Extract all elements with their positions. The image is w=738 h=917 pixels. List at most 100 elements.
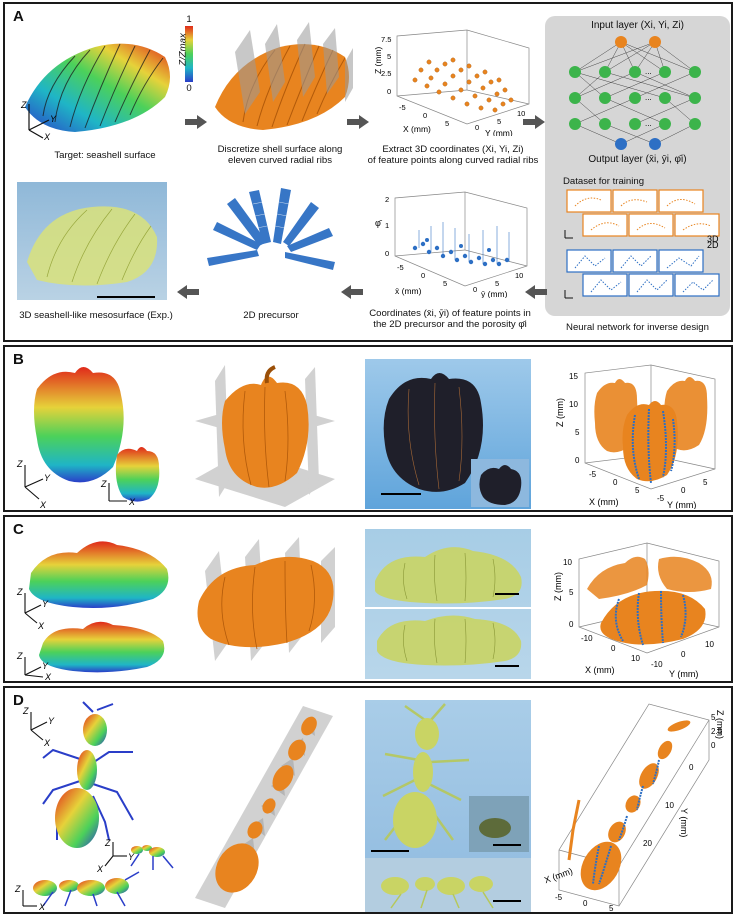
axis-z-b: Z: [16, 459, 23, 469]
b-plot-z-tick-3: 15: [569, 372, 578, 381]
ant-discretized-image: [195, 706, 333, 908]
scalebar-d2: [493, 844, 521, 846]
axis-x-b: X: [39, 500, 47, 509]
c-plot-y-label: Y (mm): [669, 669, 698, 679]
axis-z-a: Z: [20, 100, 27, 110]
dataset-thumbnails: 3D 2D: [564, 189, 720, 299]
plot2d-x-tick-2: 5: [443, 279, 447, 288]
b-plot-z-tick-1: 5: [575, 428, 580, 437]
c-plot-z-tick-2: 10: [563, 558, 572, 567]
scalebar-d3: [493, 900, 521, 902]
b-plot-x-tick-2: 5: [635, 486, 640, 495]
d-plot-y-tick-2: 20: [643, 839, 652, 848]
colorbar-max: 1: [186, 14, 192, 25]
plot2d-y-tick-2: 10: [515, 271, 523, 280]
plot2d-y-tick-0: 0: [473, 285, 477, 294]
axis-z-d3: Z: [14, 884, 21, 894]
plot3d-y-tick-2: 10: [517, 109, 525, 118]
plot2d-x-tick-1: 0: [421, 271, 425, 280]
d-plot-y-label: Y (mm): [679, 808, 689, 837]
plot3d-z-tick-0: 0: [387, 87, 391, 96]
pepper-3d-plot: Z (mm) 0 5 10 15 -5 0 5 X (mm) -5 0 5 Y …: [555, 364, 716, 509]
panel-c: C Z Y X Z Y X: [3, 515, 733, 683]
scalebar-c1: [495, 593, 519, 595]
d-plot-z-label: Z (mm): [715, 710, 725, 739]
b-plot-y-tick-1: 0: [681, 486, 686, 495]
axis-z-b2: Z: [100, 479, 107, 489]
panel-letter-d: D: [13, 692, 24, 709]
plot2d-z-tick-2: 2: [385, 195, 389, 204]
plot3d-y-tick-1: 5: [497, 117, 501, 126]
d-plot-y-tick-1: 10: [665, 801, 674, 810]
plot2d-y-tick-1: 5: [495, 279, 499, 288]
nn-output-layer: Output layer (x̄i, ȳi, φ̄i): [588, 154, 687, 165]
axis-z-c2: Z: [16, 651, 23, 661]
arrow-left-1: [177, 285, 199, 299]
arrow-left-2: [341, 285, 363, 299]
cloud-discretized-image: [197, 537, 335, 661]
c-plot-x-label: X (mm): [585, 665, 615, 675]
cloud-target-image: Z Y X Z Y X: [16, 541, 169, 681]
b-plot-z-tick-0: 0: [575, 456, 580, 465]
pepper-discretized-image: [195, 365, 335, 507]
d-plot-x-tick-0: -5: [555, 893, 563, 902]
panel-letter-b: B: [13, 351, 24, 368]
axis-y-d2: Y: [128, 852, 135, 862]
axis-x-c2: X: [44, 672, 52, 681]
plot2d-x-tick-0: -5: [397, 263, 404, 272]
c-plot-z-tick-1: 5: [569, 588, 574, 597]
ant-3d-plot: Z (mm) 0 2.5 5 0 10 20 Y (mm) -5 0 5 X (…: [543, 703, 725, 912]
plot3d-z-label: Z (mm): [373, 46, 383, 74]
ant-target-image: Z Y X Z X Y Z X: [14, 701, 174, 912]
panel-letter-c: C: [13, 521, 24, 538]
axis-z-d: Z: [22, 706, 29, 716]
plot3d-x-tick-0: -5: [399, 103, 406, 112]
panel-a: A 1 0 Z/Zmax: [3, 2, 733, 342]
axis-y-b: Y: [44, 473, 51, 483]
axis-z-c: Z: [16, 587, 23, 597]
scalebar-c2: [495, 665, 519, 667]
caption-discretize-1: Discretize shell surface along: [217, 144, 343, 155]
plot3d-z-tick-1: 2.5: [381, 69, 391, 78]
colorbar-label: Z/Zmax: [177, 33, 189, 66]
pepper-photo: [365, 359, 531, 509]
panel-letter-a: A: [13, 8, 24, 25]
d-plot-x-label: X (mm): [543, 866, 574, 885]
arrow-right-2: [347, 115, 369, 129]
d-plot-y-tick-0: 0: [689, 763, 694, 772]
d-plot-x-tick-2: 5: [609, 904, 614, 912]
caption-discretize-2: eleven curved radial ribs: [228, 155, 332, 166]
plot2d-z-tick-0: 0: [385, 249, 389, 258]
b-plot-z-label: Z (mm): [555, 398, 565, 427]
dataset-tag-3d: 3D: [707, 234, 719, 244]
b-plot-y-tick-2: 5: [703, 478, 708, 487]
plot3d-z-tick-3: 7.5: [381, 35, 391, 44]
plot3d-x-tick-1: 0: [423, 111, 427, 120]
c-plot-y-tick-2: 10: [705, 640, 714, 649]
cloud-photo: [365, 529, 531, 679]
neural-network-diagram: ... ... ...: [569, 36, 701, 150]
axis-y-c2: Y: [42, 661, 49, 671]
axis-z-d2: Z: [104, 838, 111, 848]
d-plot-z-tick-1: 2.5: [711, 727, 723, 736]
scalebar-d1: [371, 850, 409, 852]
b-plot-y-label: Y (mm): [667, 500, 696, 509]
plot2d-z-label: φ̄: [375, 218, 383, 228]
caption-coords-1: Coordinates (x̄i, ȳi) of feature points …: [369, 308, 531, 319]
arrow-right-1: [185, 115, 207, 129]
plot3d-y-tick-0: 0: [475, 123, 479, 132]
caption-extract-1: Extract 3D coordinates (Xi, Yi, Zi): [382, 144, 524, 155]
axis-x-a: X: [43, 132, 51, 140]
plot3d-x-tick-2: 5: [445, 119, 449, 128]
plot3d-z-tick-2: 5: [387, 52, 391, 61]
b-plot-z-tick-2: 10: [569, 400, 578, 409]
d-plot-z-tick-2: 5: [711, 713, 716, 722]
axis-y-c: Y: [42, 599, 49, 609]
seashell-mesosurface-photo: [17, 182, 167, 300]
arrow-left-3: [525, 285, 547, 299]
colorbar-min: 0: [186, 83, 192, 94]
axis-y-a: Y: [50, 114, 57, 124]
b-plot-x-tick-1: 0: [613, 478, 618, 487]
b-plot-y-tick-0: -5: [657, 494, 665, 503]
nn-ellipsis-3: ...: [645, 119, 652, 128]
